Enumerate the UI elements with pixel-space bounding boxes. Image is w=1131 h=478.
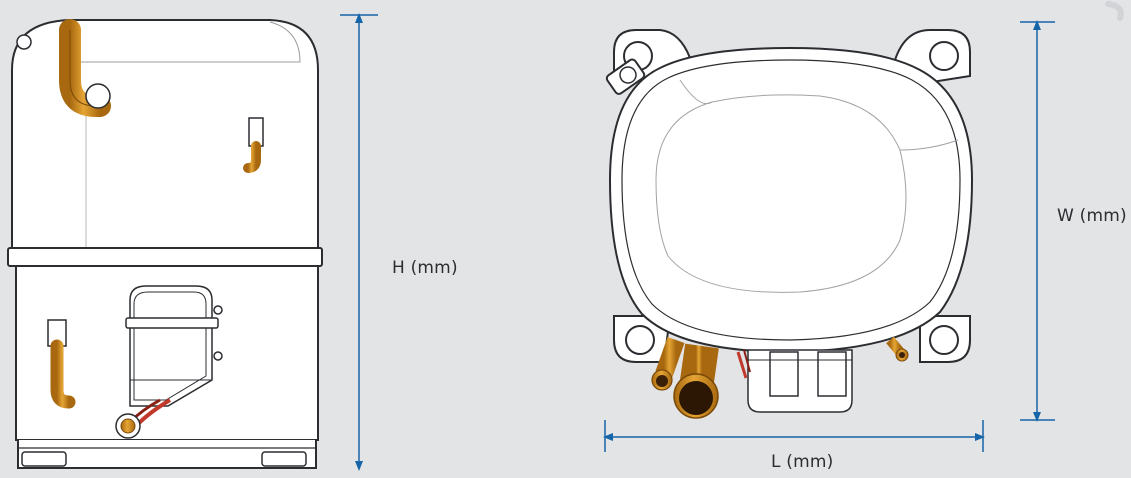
compressor-top-view xyxy=(605,29,974,419)
terminal-box xyxy=(125,285,223,407)
terminal-cover xyxy=(747,349,853,413)
height-label: H (mm) xyxy=(392,258,458,278)
compressor-side-view xyxy=(7,19,323,469)
weld-belt xyxy=(7,247,323,267)
base-plate xyxy=(17,440,317,469)
length-dimension xyxy=(603,420,985,452)
length-label: L (mm) xyxy=(771,452,834,472)
width-label: W (mm) xyxy=(1057,206,1127,226)
width-dimension xyxy=(1020,20,1055,422)
discharge-tube-top xyxy=(655,337,685,377)
upper-shell xyxy=(11,19,319,249)
housing-dome xyxy=(655,94,907,293)
housing-outline xyxy=(608,46,974,354)
height-dimension xyxy=(340,12,378,471)
